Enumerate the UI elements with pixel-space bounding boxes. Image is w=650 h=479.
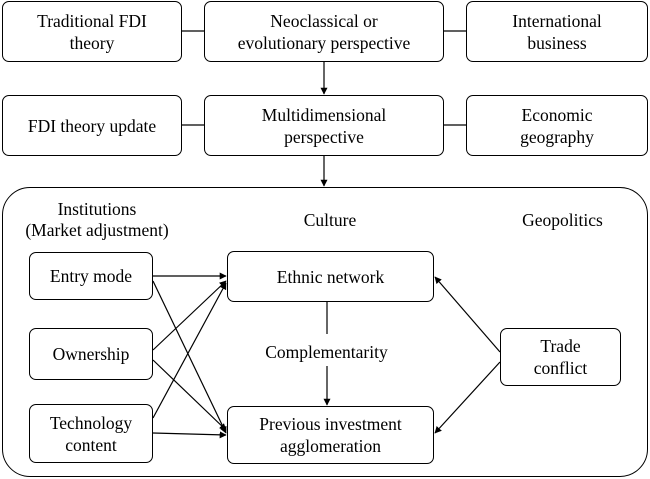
arrow-trade-conflict-to-ethnic-network bbox=[434, 276, 501, 353]
entry-mode-label: Entry mode bbox=[49, 266, 133, 286]
institutions-heading: Institutions (Market adjustment) bbox=[6, 199, 188, 241]
arrow-ownership-to-previous-investment bbox=[152, 359, 227, 431]
ownership-label: Ownership bbox=[52, 344, 130, 364]
technology-content-line-1: Technology bbox=[49, 412, 133, 433]
trade-conflict-line-1: Trade bbox=[540, 336, 581, 356]
trade-conflict-line-2: conflict bbox=[533, 358, 588, 378]
previous-investment-line-2: agglomeration bbox=[279, 436, 382, 456]
technology-content-line-2: content bbox=[65, 434, 117, 455]
entry-mode-box: Entry mode bbox=[29, 252, 153, 300]
fdi-theory-update-box: FDI theory update bbox=[2, 95, 182, 156]
neoclassical-evolutionary-line-1: Neoclassical or bbox=[270, 10, 378, 31]
traditional-fdi-theory-line-1: Traditional FDI bbox=[37, 10, 147, 31]
neoclassical-evolutionary-line-2: evolutionary perspective bbox=[237, 32, 411, 53]
previous-investment-line-1: Previous investment bbox=[259, 414, 402, 434]
institutions-heading-line-1: Institutions bbox=[57, 199, 137, 219]
international-business-line-2: business bbox=[527, 32, 587, 53]
economic-geography-box: Economic geography bbox=[466, 95, 648, 156]
neoclassical-evolutionary-box: Neoclassical or evolutionary perspective bbox=[204, 1, 444, 62]
international-business-box: International business bbox=[466, 1, 648, 62]
arrow-trade-conflict-to-previous-investment bbox=[434, 361, 501, 434]
arrow-entry-mode-to-previous-investment bbox=[152, 280, 227, 434]
arrow-technology-to-ethnic-network bbox=[152, 282, 227, 419]
fdi-theory-update-label: FDI theory update bbox=[27, 115, 157, 136]
economic-geography-line-1: Economic bbox=[521, 104, 593, 125]
ethnic-network-box: Ethnic network bbox=[227, 251, 434, 302]
multidimensional-perspective-line-1: Multidimensional bbox=[261, 104, 387, 125]
geopolitics-heading: Geopolitics bbox=[522, 210, 603, 230]
previous-investment-agglomeration-box: Previous investment agglomeration bbox=[227, 406, 434, 464]
framework-panel bbox=[2, 187, 648, 477]
culture-heading: Culture bbox=[303, 210, 357, 230]
institutions-heading-line-2: (Market adjustment) bbox=[25, 220, 169, 240]
arrow-ownership-to-ethnic-network bbox=[152, 280, 227, 351]
traditional-fdi-theory-box: Traditional FDI theory bbox=[2, 1, 182, 62]
economic-geography-line-2: geography bbox=[520, 126, 594, 147]
multidimensional-perspective-line-2: perspective bbox=[284, 126, 364, 147]
international-business-line-1: International bbox=[512, 10, 602, 31]
ownership-box: Ownership bbox=[29, 328, 153, 380]
complementarity-label: Complementarity bbox=[250, 342, 403, 363]
multidimensional-perspective-box: Multidimensional perspective bbox=[204, 95, 444, 156]
arrow-technology-to-previous-investment bbox=[152, 431, 227, 439]
traditional-fdi-theory-line-2: theory bbox=[69, 32, 115, 53]
ethnic-network-label: Ethnic network bbox=[276, 266, 385, 287]
trade-conflict-box: Trade conflict bbox=[500, 328, 621, 386]
technology-content-box: Technology content bbox=[29, 404, 153, 463]
